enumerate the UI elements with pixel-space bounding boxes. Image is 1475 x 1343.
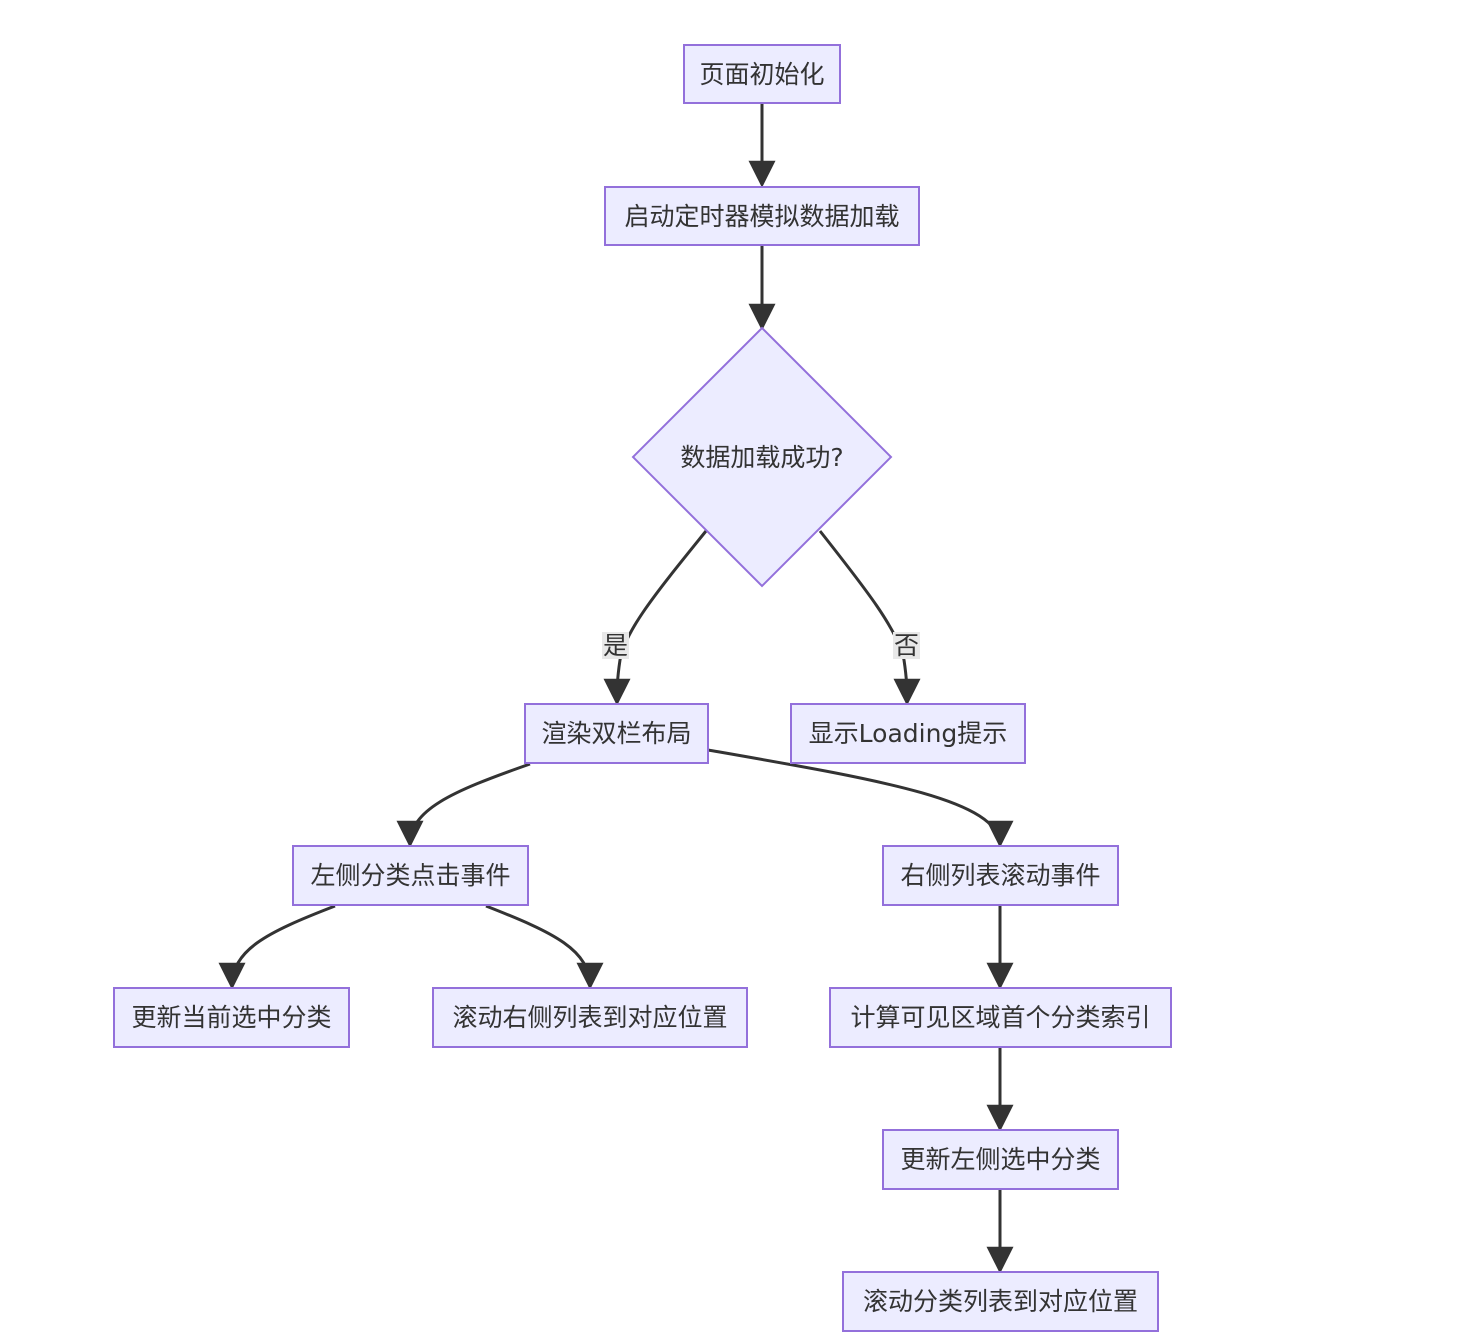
node-scroll-category-list: 滚动分类列表到对应位置 <box>842 1271 1159 1332</box>
node-page-init: 页面初始化 <box>683 44 841 104</box>
edge-leftclick-update <box>218 904 336 990</box>
node-right-scroll-event: 右侧列表滚动事件 <box>882 845 1119 906</box>
node-render-layout: 渲染双栏布局 <box>524 703 709 764</box>
node-show-loading: 显示Loading提示 <box>790 703 1026 764</box>
node-scroll-right-list: 滚动右侧列表到对应位置 <box>432 987 748 1048</box>
edge-render-rightscroll <box>707 748 1014 848</box>
edge-leftclick-scroll <box>485 904 604 990</box>
node-data-loaded-decision: 数据加载成功? <box>680 442 844 472</box>
edge-decision-render <box>603 530 708 706</box>
edge-decision-loading <box>818 530 921 706</box>
decision-diamond <box>631 326 893 588</box>
node-update-left-selection: 更新左侧选中分类 <box>882 1129 1119 1190</box>
node-update-current-category: 更新当前选中分类 <box>113 987 350 1048</box>
edge-label-yes: 是 <box>602 631 630 660</box>
node-start-timer: 启动定时器模拟数据加载 <box>604 186 920 246</box>
node-left-click-event: 左侧分类点击事件 <box>292 845 529 906</box>
node-compute-visible-index: 计算可见区域首个分类索引 <box>829 987 1172 1048</box>
edge-render-leftclick <box>396 762 531 848</box>
edge-label-no: 否 <box>893 631 921 660</box>
